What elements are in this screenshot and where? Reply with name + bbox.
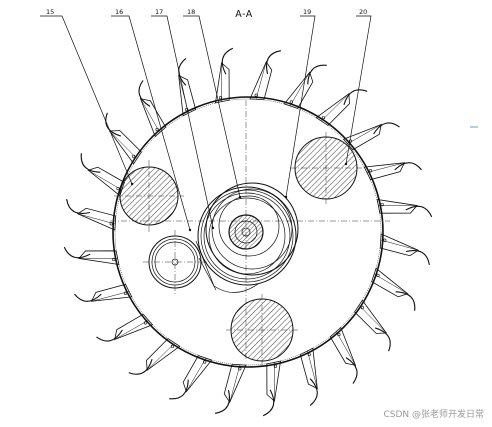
drum-tooth (315, 89, 368, 126)
label-15: 15 (46, 8, 54, 16)
drum-tooth (329, 326, 358, 384)
drum-tooth (363, 162, 422, 181)
label-17: 17 (155, 8, 163, 16)
drum-tooth (80, 153, 125, 197)
drum-tooth (283, 64, 327, 109)
roller-15 (114, 160, 184, 232)
drum-disc-outer (112, 96, 384, 368)
drum-tooth (128, 338, 181, 375)
drum-disc-edge (114, 98, 382, 366)
label-19: 19 (303, 8, 311, 16)
drum-tooth (178, 58, 197, 117)
roller-20 (290, 132, 362, 204)
small-gear-16 (143, 230, 207, 294)
roller-bottom (226, 294, 298, 366)
section-title: A-A (235, 9, 253, 20)
label-20: 20 (359, 8, 367, 16)
drum-tooth (249, 50, 282, 101)
drum-tooth (169, 355, 213, 400)
drum-tooth (66, 198, 117, 231)
drum-tooth (63, 246, 120, 266)
drum-tooth (214, 47, 234, 104)
label-18: 18 (187, 8, 195, 16)
shaft-hub (228, 214, 264, 250)
label-16: 16 (115, 8, 123, 16)
leader-lines (40, 15, 372, 232)
drum-tooth (262, 360, 282, 417)
drum-tooth (376, 198, 433, 218)
central-gear-assembly (195, 182, 299, 293)
drum-tooth (214, 363, 247, 414)
drum-tooth (74, 283, 133, 302)
drum-tooth (379, 233, 430, 266)
watermark: CSDN @张老师开发日常 (383, 408, 484, 420)
drum-tooth (138, 80, 167, 138)
drum-tooth (371, 267, 416, 311)
drum-tooth (299, 347, 318, 406)
